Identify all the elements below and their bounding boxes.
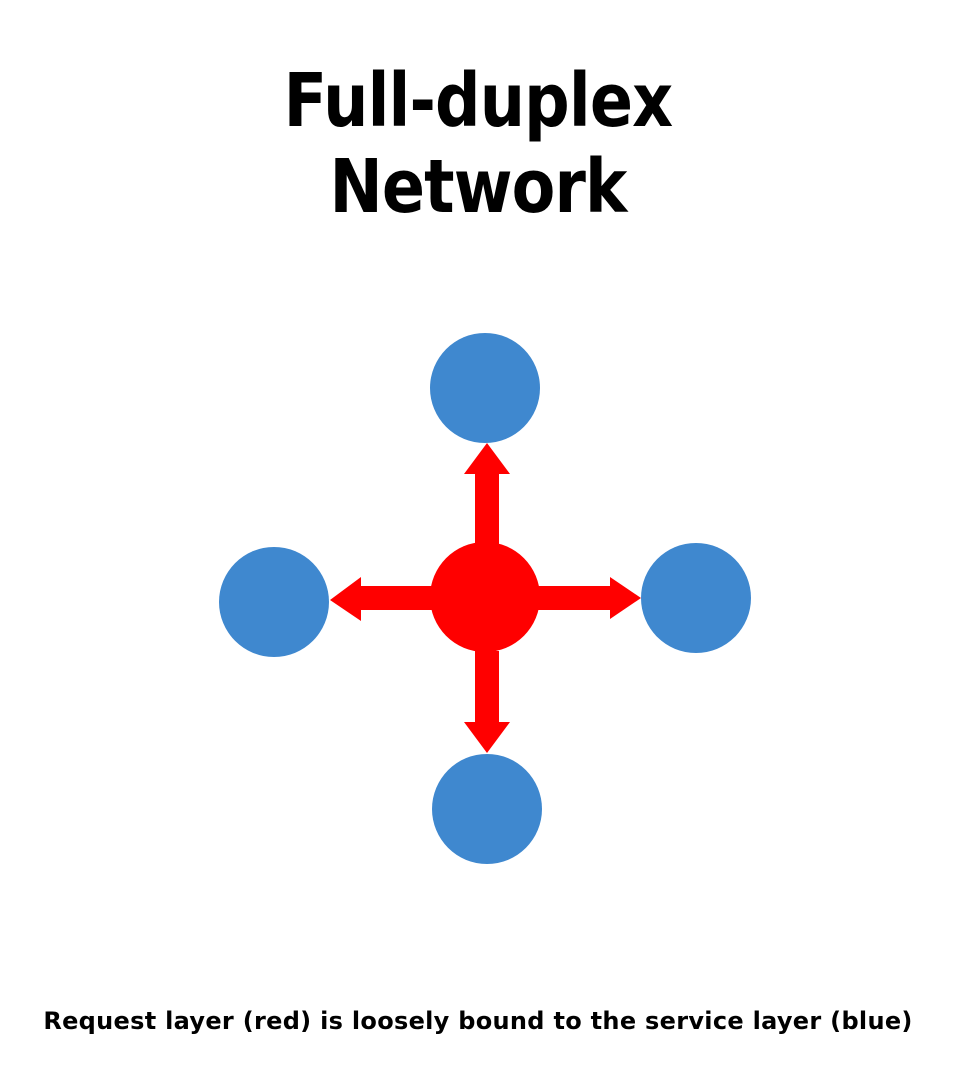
arrow-right: [538, 577, 641, 619]
arrows: [330, 443, 641, 753]
service-node-left: [219, 547, 329, 657]
arrow-left: [330, 577, 434, 621]
arrow-down: [464, 651, 510, 753]
title-line-1: Full-duplex: [283, 58, 673, 144]
service-node-bottom: [432, 754, 542, 864]
request-node: [430, 542, 540, 652]
caption: Request layer (red) is loosely bound to …: [43, 1007, 913, 1035]
title-line-2: Network: [329, 144, 627, 230]
service-node-top: [430, 333, 540, 443]
service-node-right: [641, 543, 751, 653]
arrow-up: [464, 443, 510, 545]
